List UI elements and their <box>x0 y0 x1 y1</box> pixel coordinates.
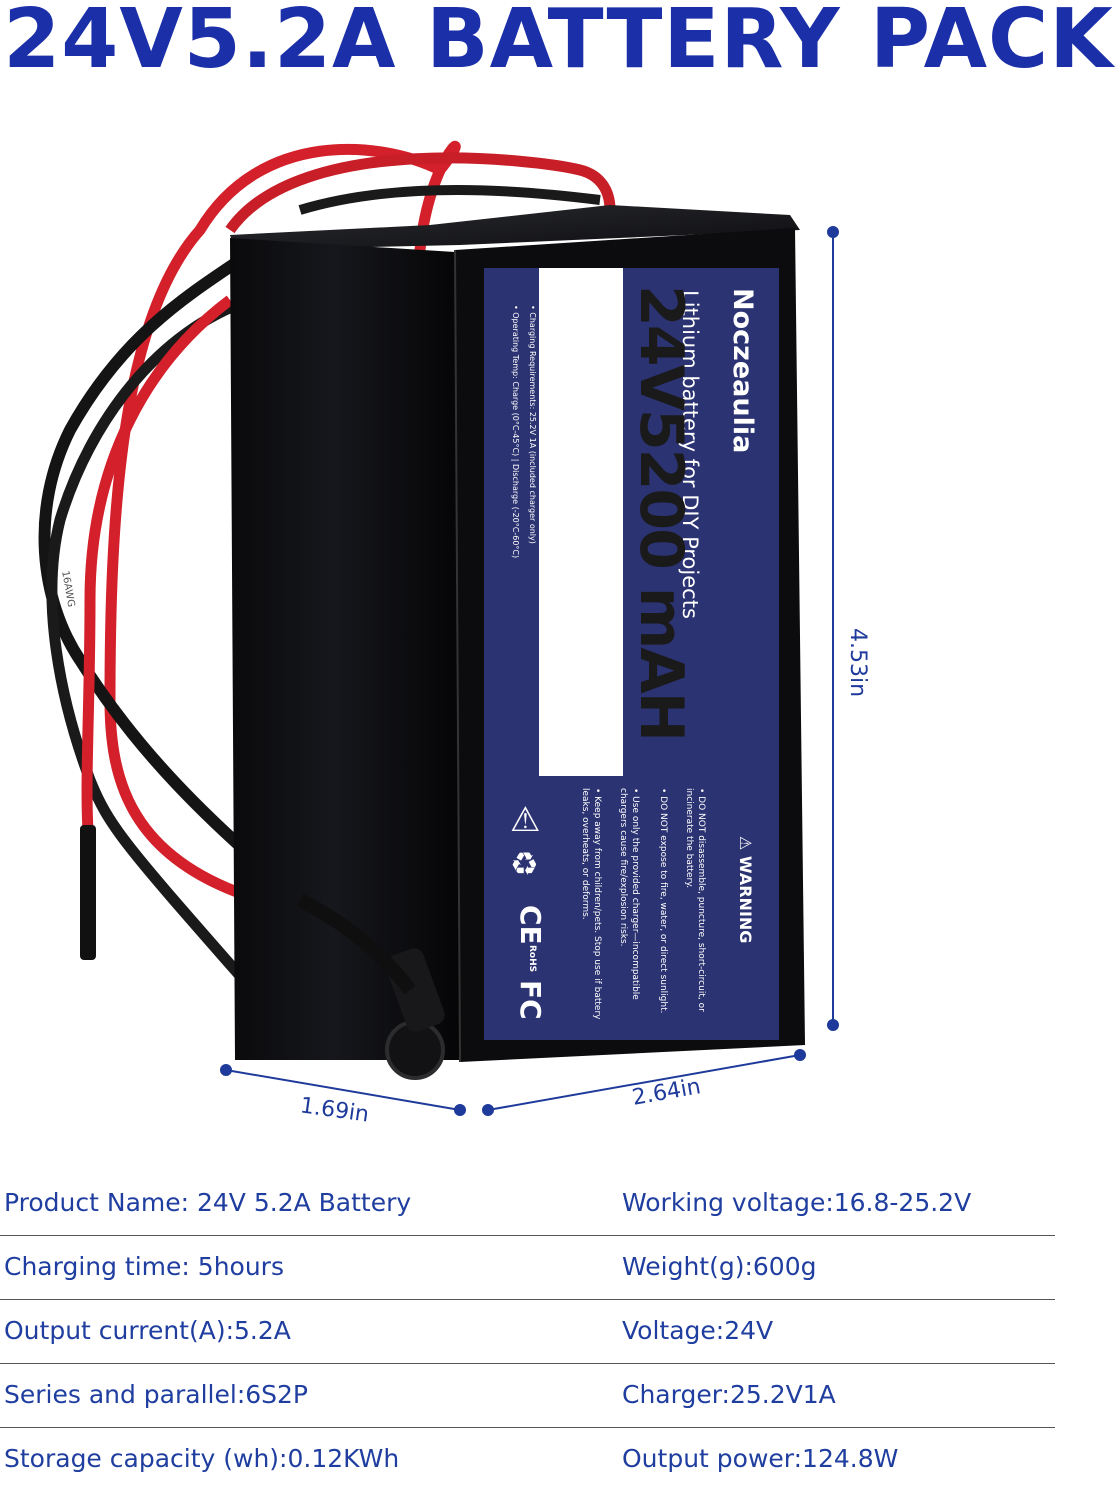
spec-output-power: Output power:124.8W <box>622 1444 899 1473</box>
capacity-label: 24V5200 mAH <box>626 285 696 740</box>
spec-row: Storage capacity (wh):0.12KWh Output pow… <box>0 1428 1117 1492</box>
spec-table: Product Name: 24V 5.2A Battery Working v… <box>0 1172 1117 1492</box>
spec-series-parallel: Series and parallel:6S2P <box>4 1380 308 1409</box>
black-wire-2 <box>46 294 275 1014</box>
rohs-mark: RoHS <box>527 945 537 973</box>
warning-title-text: WARNING <box>736 855 755 944</box>
warning-line-5: chargers cause fire/explosion risks. <box>618 788 628 947</box>
charging-requirements: • Charging Requirements: 25.2V 1A (inclu… <box>528 305 537 544</box>
spec-row: Charging time: 5hours Weight(g):600g <box>0 1236 1117 1300</box>
brand-name: Noczeaulia <box>727 288 758 454</box>
red-wire-front <box>81 295 234 831</box>
dimension-height <box>827 226 839 1031</box>
height-dimension-label: 4.53in <box>845 628 870 698</box>
warning-line-3: • DO NOT expose to fire, water, or direc… <box>658 788 668 1014</box>
spec-weight: Weight(g):600g <box>622 1252 817 1281</box>
spec-storage-capacity: Storage capacity (wh):0.12KWh <box>4 1444 400 1473</box>
wire-tip-left <box>80 825 96 960</box>
warning-line-7: leaks, overheats, or deforms. <box>580 788 590 920</box>
dimension-width <box>482 1049 806 1116</box>
caution-icon: ⚠ <box>510 800 541 840</box>
black-wire-3 <box>298 185 601 215</box>
row-divider <box>0 1298 1055 1300</box>
battery-label <box>484 268 779 1040</box>
spec-row: Output current(A):5.2A Voltage:24V <box>0 1300 1117 1364</box>
spec-charging-time: Charging time: 5hours <box>4 1252 284 1281</box>
ce-mark: CE <box>514 905 547 945</box>
row-divider <box>0 1362 1055 1364</box>
spec-voltage: Voltage:24V <box>622 1316 774 1345</box>
warning-line-1: • DO NOT disassemble, puncture, short-ci… <box>696 788 706 1012</box>
warning-line-6: • Keep away from children/pets. Stop use… <box>592 788 602 1020</box>
operating-temp: • Operating Temp: Charge (0°C-45°C) | Di… <box>511 305 520 559</box>
row-divider <box>0 1426 1055 1428</box>
spec-row: Product Name: 24V 5.2A Battery Working v… <box>0 1172 1117 1236</box>
spec-charger: Charger:25.2V1A <box>622 1380 836 1409</box>
page-title: 24V5.2A BATTERY PACK <box>3 0 1114 87</box>
dimension-depth <box>220 1064 466 1116</box>
spec-output-current: Output current(A):5.2A <box>4 1316 291 1345</box>
row-divider <box>0 1234 1055 1236</box>
fc-mark: FC <box>514 980 547 1020</box>
warning-line-2: incinerate the battery. <box>684 788 694 889</box>
spec-row: Series and parallel:6S2P Charger:25.2V1A <box>0 1364 1117 1428</box>
black-wire-connector <box>296 893 416 995</box>
recycle-icon: ♻ <box>510 845 539 883</box>
battery-illustration <box>38 140 839 1116</box>
warning-title: ⚠ WARNING <box>736 836 755 944</box>
warning-line-4: • Use only the provided charger—incompat… <box>630 788 640 1000</box>
battery-top <box>230 205 800 250</box>
spec-working-voltage: Working voltage:16.8-25.2V <box>622 1188 972 1217</box>
red-wire-top <box>225 152 616 234</box>
spec-product-name: Product Name: 24V 5.2A Battery <box>4 1188 412 1217</box>
battery-side <box>230 238 460 1060</box>
